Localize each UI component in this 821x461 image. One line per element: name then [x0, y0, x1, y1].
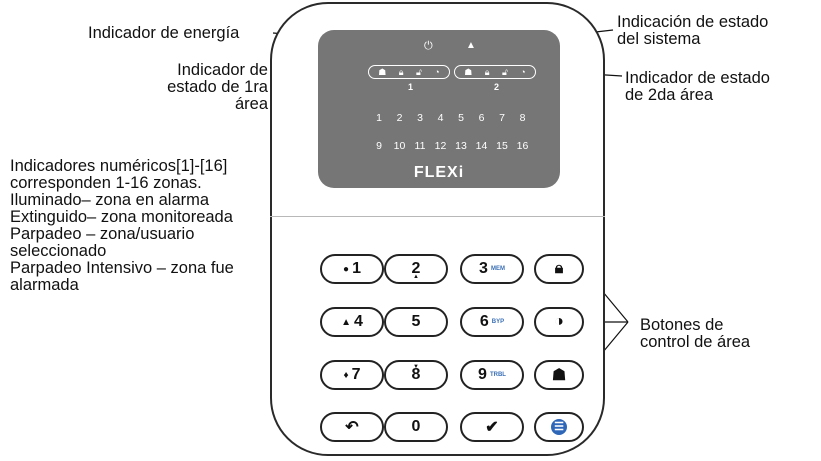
area1-tag: 1	[408, 82, 414, 92]
key-glyph-icon: ●	[343, 263, 350, 275]
warning-icon: ▲	[466, 40, 476, 51]
callout-power-indicator: Indicador de energía	[88, 24, 240, 42]
key-label: 9	[478, 366, 487, 383]
key-label: 5	[411, 313, 421, 330]
zone-indicator-16: 16	[516, 140, 529, 152]
device-divider	[270, 216, 605, 217]
zone-indicator-12: 12	[434, 140, 447, 152]
key-7-button[interactable]: ♦7	[320, 360, 384, 390]
zone-indicator-4: 4	[437, 112, 444, 124]
home-icon: ☗	[378, 66, 387, 77]
lock-icon: 🔒︎	[398, 66, 404, 77]
key-label: 8	[411, 366, 421, 383]
area2-status-bar: ☗ 🔒︎ 🔓︎ ◔	[454, 65, 536, 79]
key-ok-button[interactable]: ✔	[460, 412, 524, 442]
area1-status-bar: ☗ 🔒︎ 🔓︎ ◔	[368, 65, 450, 79]
zone-indicator-8: 8	[519, 112, 526, 124]
zone-indicator-9: 9	[376, 140, 382, 152]
key-0-button[interactable]: 0	[384, 412, 448, 442]
key-label: 7	[351, 366, 361, 383]
area2-tag: 2	[494, 82, 500, 92]
zone-indicator-3: 3	[417, 112, 423, 124]
zone-indicator-14: 14	[475, 140, 488, 152]
key-label: ↶	[345, 419, 359, 436]
key-8-button[interactable]: 8▼	[384, 360, 448, 390]
callout-system-status: Indicación de estado del sistema	[617, 13, 769, 48]
night-icon: ◔	[434, 66, 440, 77]
key-menu-button[interactable]: ☰	[534, 412, 584, 442]
key-arm-stay-button[interactable]: ☗	[534, 360, 584, 390]
unlock-icon: 🔓︎	[416, 66, 422, 77]
key-4-button[interactable]: ▲4	[320, 307, 384, 337]
key-arm-away-button[interactable]: 🔒︎	[534, 254, 584, 284]
key-5-button[interactable]: 5	[384, 307, 448, 337]
key-glyph-icon: ▲	[341, 316, 351, 328]
callout-numeric-indicators: Indicadores numéricos[1]-[16] correspond…	[10, 157, 234, 294]
zone-indicator-6: 6	[478, 112, 485, 124]
callout-area2-status: Indicador de estado de 2da área	[625, 69, 770, 104]
key-sub-label: BYP	[491, 319, 505, 325]
arrow-up-icon: ▲	[413, 274, 419, 280]
zone-indicator-5: 5	[458, 112, 464, 124]
key-sub-label: TRBL	[489, 372, 506, 378]
key-glyph-icon: ♦	[343, 369, 349, 381]
zone-indicator-11: 11	[414, 140, 426, 152]
key-arm-night-button[interactable]: ◑	[534, 307, 584, 337]
key-label: 0	[411, 418, 421, 435]
key-sub-label: MEM	[490, 266, 505, 272]
menu-icon: ☰	[551, 419, 567, 435]
key-label: 4	[354, 313, 363, 330]
night-home-icon: ◑	[554, 313, 564, 330]
home-icon: ☗	[464, 66, 473, 77]
key-2-button[interactable]: 2▲	[384, 254, 448, 284]
zone-indicator-15: 15	[496, 140, 508, 152]
zone-indicator-1: 1	[376, 112, 382, 124]
key-label: 2	[411, 260, 421, 277]
home-icon: ☗	[551, 367, 567, 384]
key-label: ✔	[485, 419, 499, 436]
key-label: 1	[352, 260, 361, 277]
zone-indicator-2: 2	[396, 112, 403, 124]
lock-icon: 🔒︎	[484, 66, 490, 77]
brand-logo: FLEXi	[413, 164, 465, 181]
lock-icon: 🔒︎	[554, 260, 564, 277]
night-icon: ◔	[520, 66, 526, 77]
power-icon: ⏻	[424, 40, 433, 52]
zone-indicator-13: 13	[455, 140, 467, 152]
unlock-icon: 🔓︎	[502, 66, 508, 77]
callout-area-buttons: Botones de control de área	[640, 316, 751, 351]
zone-indicator-10: 10	[393, 140, 406, 152]
key-1-button[interactable]: ●1	[320, 254, 384, 284]
key-back-button[interactable]: ↶	[320, 412, 384, 442]
arrow-down-icon: ▼	[413, 364, 419, 370]
callout-area1-status: Indicador de estado de 1ra área	[167, 61, 268, 113]
zone-indicator-7: 7	[499, 112, 505, 124]
key-label: 3	[479, 260, 488, 277]
key-label: 6	[479, 313, 489, 330]
